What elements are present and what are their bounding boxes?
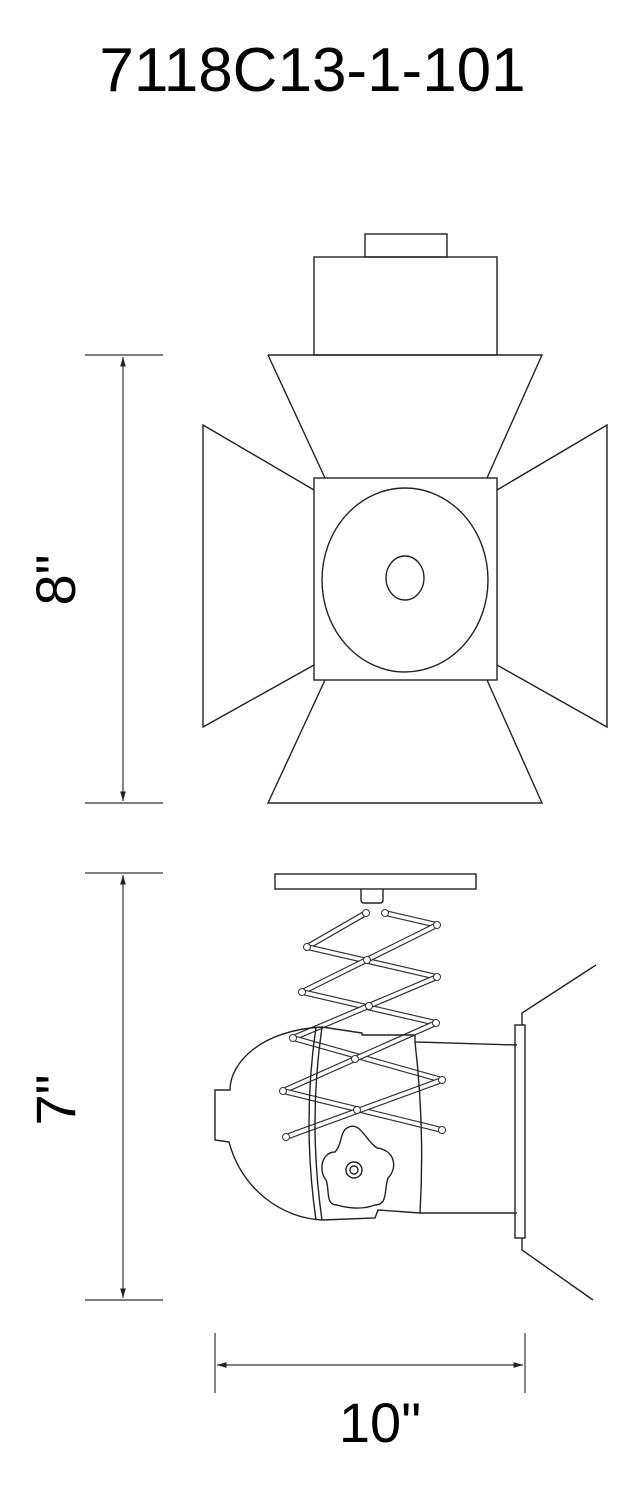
scissor-pin bbox=[298, 988, 306, 996]
scissor-link bbox=[305, 945, 439, 979]
dimension-7in: 7" bbox=[24, 872, 163, 1301]
stem-box bbox=[313, 256, 498, 356]
dim-label-7: 7" bbox=[24, 1074, 87, 1125]
scissor-pin bbox=[351, 1055, 359, 1063]
scissor-pin bbox=[353, 1106, 361, 1114]
right-barn-door bbox=[496, 423, 608, 729]
scissor-pin bbox=[282, 1133, 290, 1141]
top-barn-door bbox=[267, 354, 544, 479]
bulb-circle bbox=[385, 555, 425, 601]
dim-label-10: 10" bbox=[339, 1391, 421, 1454]
front-view bbox=[202, 233, 608, 804]
scissor-pin bbox=[433, 921, 441, 929]
dim-label-8: 8" bbox=[24, 554, 87, 605]
bottom-barn-door bbox=[266, 679, 544, 804]
bracket bbox=[360, 889, 384, 904]
lamp-housing bbox=[313, 477, 498, 681]
model-number-title: 7118C13-1-101 bbox=[99, 36, 526, 105]
scissor-pin bbox=[289, 1034, 297, 1042]
scissor-pin bbox=[303, 943, 311, 951]
dimension-10in: 10" bbox=[214, 1333, 526, 1454]
scissor-link bbox=[284, 1078, 444, 1139]
left-barn-door bbox=[202, 423, 315, 729]
scissor-pin bbox=[438, 1126, 446, 1134]
rear-dome bbox=[214, 1026, 323, 1221]
scissor-pin bbox=[279, 1087, 287, 1095]
knob-center-outer bbox=[345, 1161, 363, 1179]
scissor-pin bbox=[433, 973, 441, 981]
side-barn-doors bbox=[521, 964, 597, 1301]
scissor-pin bbox=[432, 1019, 440, 1027]
housing-band bbox=[308, 1026, 323, 1221]
scissor-link bbox=[291, 1036, 444, 1082]
dimension-8in: 8" bbox=[24, 354, 163, 804]
cylinder-body bbox=[321, 1026, 518, 1221]
scissor-link bbox=[305, 911, 368, 949]
knob-center-inner bbox=[349, 1165, 359, 1175]
adjustment-knob bbox=[321, 1125, 395, 1209]
ceiling-plate bbox=[274, 873, 477, 890]
body-seam bbox=[414, 1041, 423, 1214]
front-flange bbox=[514, 1024, 526, 1239]
scissor-link bbox=[383, 911, 439, 927]
scissor-pin bbox=[438, 1076, 446, 1084]
scissor-pin bbox=[362, 909, 370, 917]
side-view bbox=[214, 873, 597, 1301]
mount-cap bbox=[364, 233, 448, 258]
scissor-pin bbox=[365, 1002, 373, 1010]
scissor-pin bbox=[363, 956, 371, 964]
lens-ellipse bbox=[321, 487, 489, 673]
scissor-pin bbox=[381, 909, 389, 917]
